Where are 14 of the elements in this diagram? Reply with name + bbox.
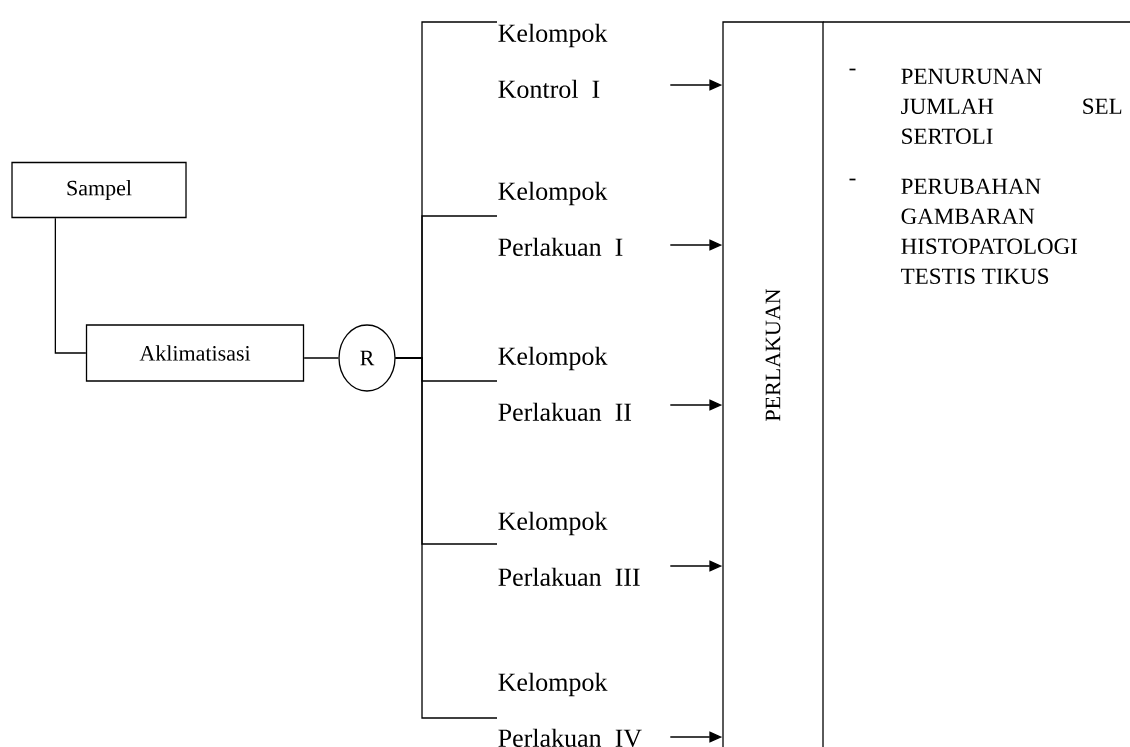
group-label: Kelompok Perlakuan IV bbox=[498, 672, 642, 747]
group-label: Kelompok Perlakuan III bbox=[498, 511, 640, 586]
bullet-dash: - bbox=[849, 68, 856, 71]
group-label: Kelompok Kontrol I bbox=[498, 23, 608, 98]
outcome-text: PERUBAHAN GAMBARAN HISTOPATOLOGI TESTIS TIKUS bbox=[901, 178, 1078, 285]
process-box: Sampel bbox=[11, 161, 187, 219]
group-label: Kelompok Perlakuan I bbox=[498, 181, 623, 256]
outcome-text: PENURUNAN JUMLAH SEL SERTOLI bbox=[901, 68, 1122, 145]
connector-line bbox=[395, 357, 498, 719]
group-label: Kelompok Perlakuan II bbox=[498, 346, 632, 421]
treatment-column: PERLAKUAN bbox=[722, 21, 824, 747]
connector-line bbox=[303, 357, 339, 359]
bullet-dash: - bbox=[849, 178, 856, 181]
process-box: Aklimatisasi bbox=[85, 324, 305, 382]
